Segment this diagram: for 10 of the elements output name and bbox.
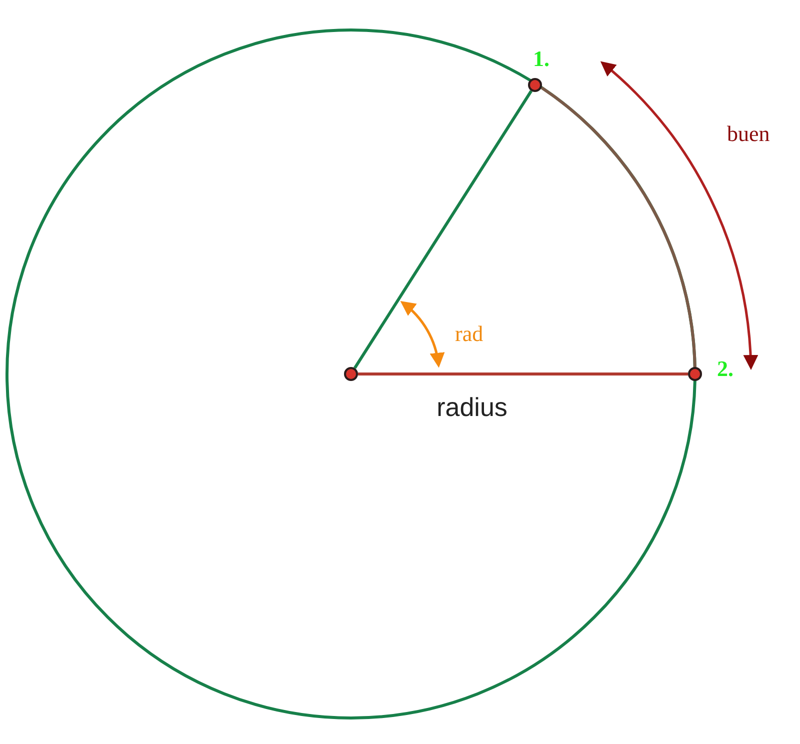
arc xyxy=(540,86,696,368)
measure-label: buen xyxy=(727,123,770,145)
point-label: 1. xyxy=(533,48,550,70)
point xyxy=(688,367,702,381)
measure-label: rad xyxy=(455,323,484,345)
point-label: 2. xyxy=(717,358,734,380)
point xyxy=(344,367,358,381)
point xyxy=(528,78,542,92)
line-segment xyxy=(354,90,532,369)
line-segment xyxy=(358,372,688,376)
